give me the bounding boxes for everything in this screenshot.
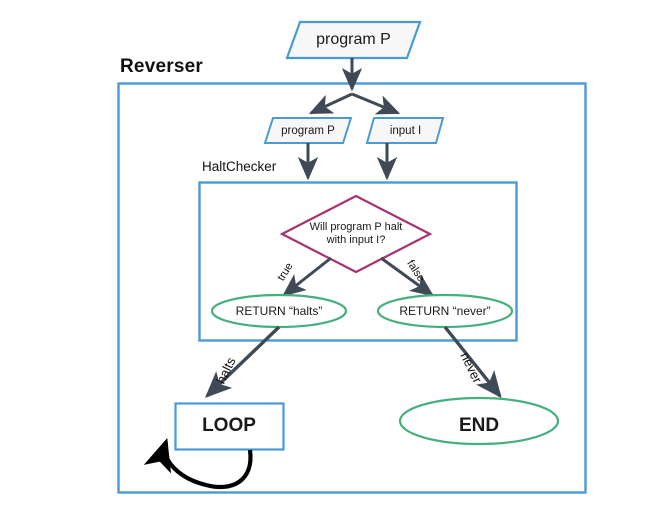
edge-loop-self: [143, 437, 253, 490]
haltchecker-container-label: HaltChecker: [202, 159, 277, 174]
edge-true-to-return-halts: [282, 256, 332, 297]
node-program-p-sub: [263, 117, 353, 144]
node-loop: [174, 402, 285, 451]
edge-false-to-return-never: [380, 256, 434, 297]
node-end: [398, 396, 560, 446]
edge-fork-to-input-sub: [351, 92, 401, 115]
node-decision-diamond: [279, 194, 433, 274]
node-program-p-top: [285, 20, 422, 60]
node-return-halts: [210, 293, 348, 329]
node-input-i-sub: [365, 117, 445, 144]
reverser-container-label: Reverser: [120, 56, 203, 77]
node-return-never: [376, 293, 514, 329]
edge-halts-to-loop: [205, 325, 281, 398]
edge-fork-to-program-sub: [308, 92, 353, 115]
haltchecker-container: [198, 181, 518, 342]
edge-never-to-end: [443, 325, 502, 399]
